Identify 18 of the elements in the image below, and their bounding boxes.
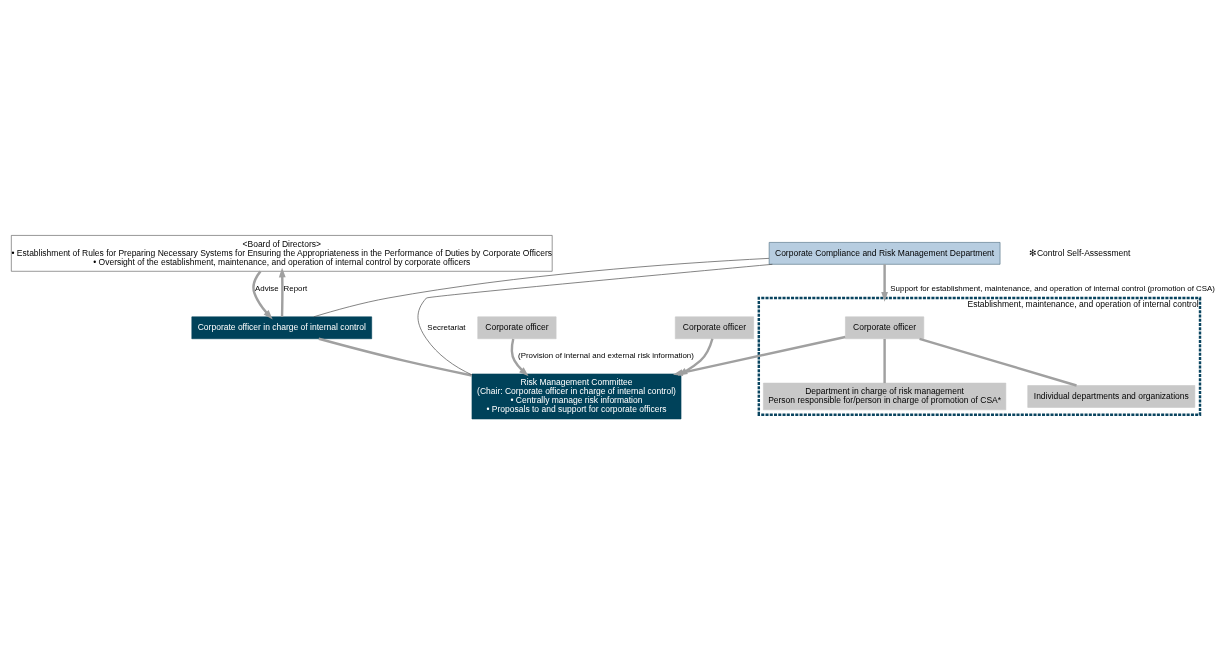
connector xyxy=(883,338,886,383)
node-box: Corporate Compliance and Risk Management Department xyxy=(768,241,1001,265)
node-box: Corporate officer in charge of internal control xyxy=(191,316,372,339)
connector xyxy=(313,257,770,317)
node-box: Corporate officer xyxy=(477,316,557,339)
node-box: Individual departments and organizations xyxy=(1027,384,1196,408)
node-box: Corporate officer xyxy=(845,316,925,339)
node-box: Department in charge of risk management Person responsible for/person in charge of promotion of CSA* xyxy=(763,382,1007,410)
connector xyxy=(318,337,473,377)
arrow xyxy=(278,267,286,317)
label: ✻Control Self-Assessment xyxy=(1028,247,1131,258)
node-box: <Board of Directors> • Establishment of Rules for Preparing Necessary Systems for Ensuring the Appropriateness in the Performance of Duties by Corporate Officers • Oversight of the establishment, maintenance, and operation of internal control by corporate officers xyxy=(11,234,553,272)
arrow xyxy=(510,338,529,376)
arrow xyxy=(881,263,889,302)
node-box: Corporate officer xyxy=(674,316,754,339)
arrow xyxy=(252,270,273,319)
node-box: Risk Management Committee (Chair: Corporate officer in charge of internal control) • Centrally manage risk information • Proposals to and support for corporate officers xyxy=(471,373,682,419)
connector xyxy=(919,337,1077,387)
